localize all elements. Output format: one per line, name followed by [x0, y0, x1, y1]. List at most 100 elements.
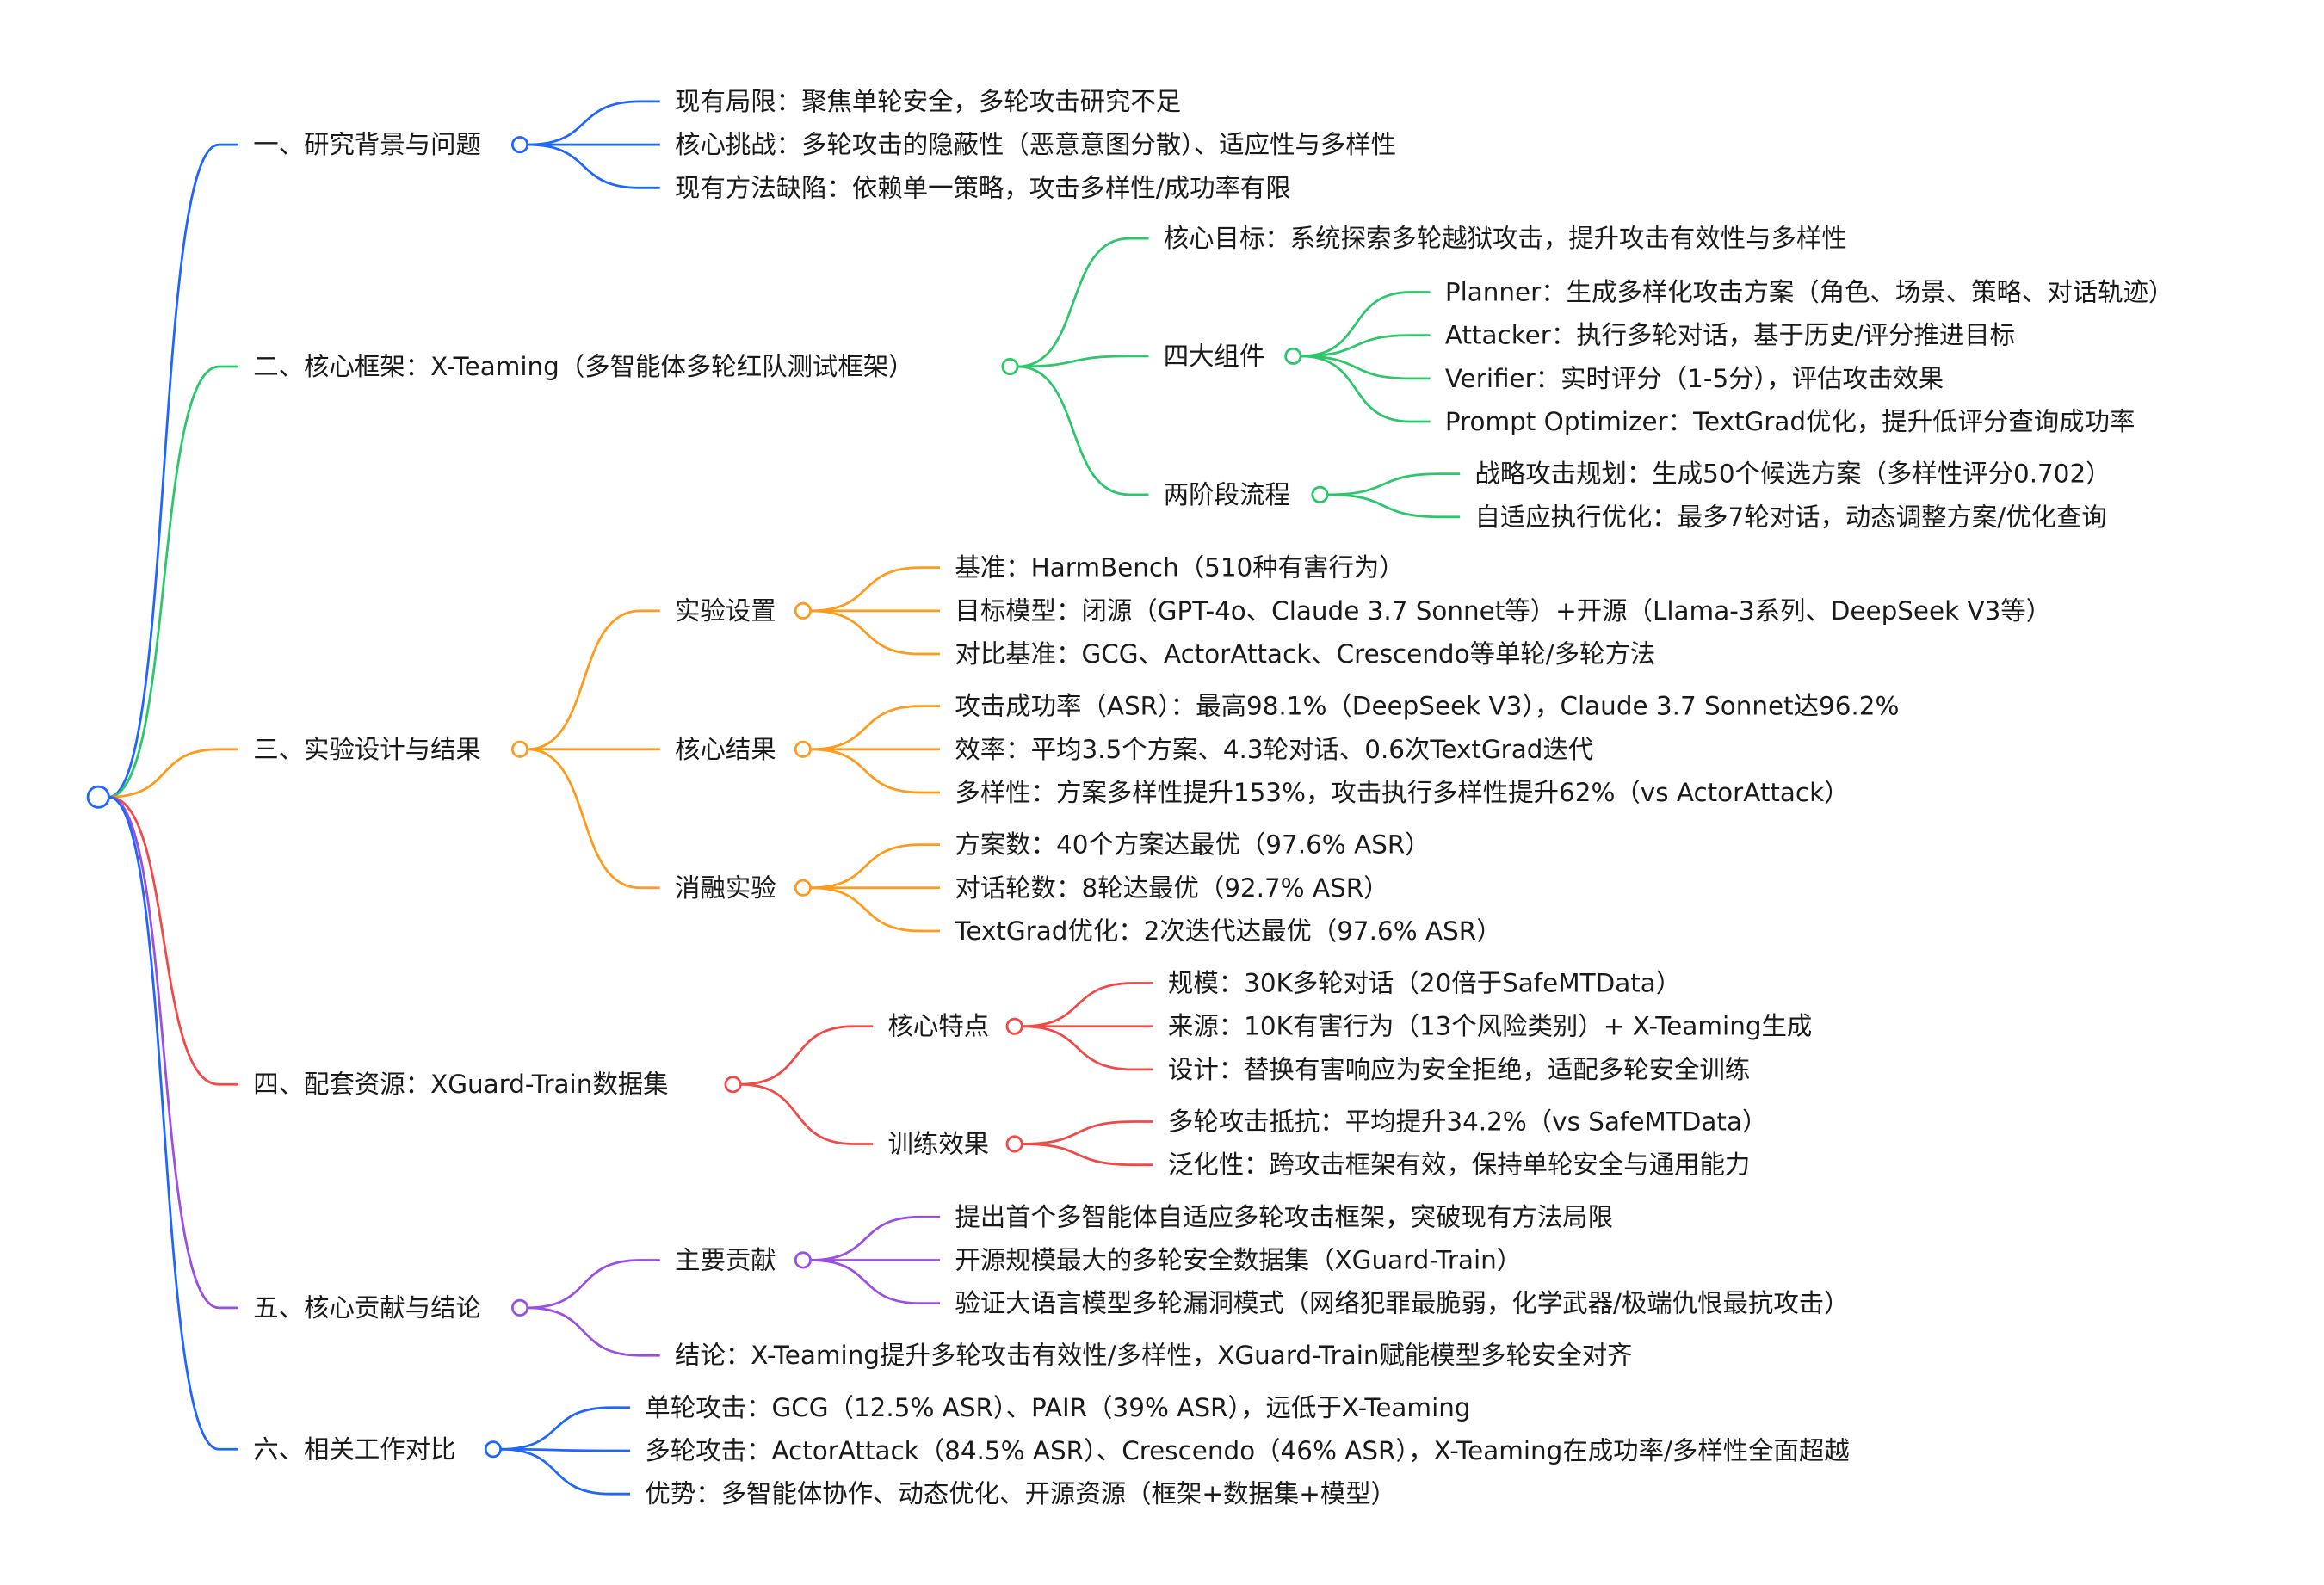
leaf-topic[interactable]: 泛化性：跨攻击框架有效，保持单轮安全与通用能力	[1168, 1150, 1750, 1180]
leaf-topic[interactable]: 优势：多智能体协作、动态优化、开源资源（框架+数据集+模型）	[645, 1479, 1396, 1508]
leaf-topic[interactable]: 战略攻击规划：生成50个候选方案（多样性评分0.702）	[1474, 459, 2111, 489]
connector-line	[527, 1306, 660, 1357]
connector-line	[1300, 334, 1431, 358]
connector-line	[108, 795, 238, 1086]
connector-line	[1300, 355, 1431, 423]
connector-line	[810, 566, 941, 613]
connector-line	[1300, 291, 1431, 358]
main-topic[interactable]: 五、核心贡献与结论	[253, 1293, 481, 1323]
connector-line	[527, 100, 660, 146]
connector-line	[527, 748, 660, 890]
leaf-topic[interactable]: 来源：10K有害行为（13个风险类别）+ X-Teaming生成	[1168, 1012, 1812, 1041]
collapse-toggle-icon[interactable]	[724, 1076, 742, 1094]
leaf-topic[interactable]: 单轮攻击：GCG（12.5% ASR）、PAIR（39% ASR），远低于X-T…	[645, 1393, 1470, 1422]
collapse-toggle-icon[interactable]	[511, 1298, 529, 1317]
leaf-topic[interactable]: 多轮攻击抵抗：平均提升34.2%（vs SafeMTData）	[1168, 1107, 1767, 1137]
leaf-topic[interactable]: 核心挑战：多轮攻击的隐蔽性（恶意意图分散）、适应性与多样性	[675, 130, 1396, 159]
connector-line	[500, 1406, 631, 1451]
leaf-topic[interactable]: 对比基准：GCG、ActorAttack、Crescendo等单轮/多轮方法	[955, 639, 1655, 669]
leaf-topic[interactable]: 设计：替换有害响应为安全拒绝，适配多轮安全训练	[1168, 1055, 1750, 1084]
connector-line	[1022, 1025, 1153, 1071]
collapse-toggle-icon[interactable]	[794, 1251, 812, 1269]
subtopic[interactable]: 训练效果	[888, 1129, 990, 1158]
leaf-topic[interactable]: Planner：生成多样化攻击方案（角色、场景、策略、对话轨迹）	[1445, 277, 2174, 306]
leaf-topic[interactable]: 规模：30K多轮对话（20倍于SafeMTData）	[1168, 969, 1681, 998]
connector-line	[527, 143, 660, 189]
connector-line	[1017, 355, 1149, 368]
nodes: 一、研究背景与问题 现有局限：聚焦单轮安全，多轮攻击研究不足核心挑战：多轮攻击的隐…	[86, 87, 2174, 1508]
connector-line	[1017, 237, 1149, 368]
subtopic[interactable]: 主要贡献	[675, 1245, 776, 1274]
main-topic[interactable]: 六、相关工作对比	[253, 1434, 455, 1464]
leaf-topic[interactable]: 多样性：方案多样性提升153%，攻击执行多样性提升62%（vs ActorAtt…	[955, 778, 1849, 807]
leaf-topic[interactable]: 自适应执行优化：最多7轮对话，动态调整方案/优化查询	[1474, 503, 2106, 532]
connector-line	[740, 1082, 874, 1145]
connector-line	[527, 609, 660, 751]
connector-line	[810, 1259, 941, 1305]
collapse-toggle-icon[interactable]	[1311, 485, 1329, 503]
connector-line	[527, 1259, 660, 1310]
subtopic[interactable]: 四大组件	[1164, 342, 1265, 371]
subtopic[interactable]: 核心结果	[675, 735, 776, 764]
subtopic[interactable]: 两阶段流程	[1164, 480, 1290, 509]
subtopic[interactable]: 核心特点	[888, 1012, 990, 1041]
leaf-topic[interactable]: 核心目标：系统探索多轮越狱攻击，提升攻击有效性与多样性	[1164, 224, 1847, 253]
connector-line	[108, 795, 238, 1451]
leaf-topic[interactable]: 基准：HarmBench（510种有害行为）	[955, 553, 1404, 583]
leaf-topic[interactable]: 方案数：40个方案达最优（97.6% ASR）	[955, 830, 1430, 860]
connector-line	[740, 1025, 874, 1086]
connector-line	[810, 705, 941, 751]
subtopic[interactable]: 实验设置	[675, 596, 776, 626]
subtopic[interactable]: 消融实验	[675, 873, 776, 903]
leaf-topic[interactable]: 现有方法缺陷：依赖单一策略，攻击多样性/成功率有限	[675, 173, 1291, 202]
edges	[108, 100, 1461, 1496]
collapse-toggle-icon[interactable]	[1005, 1017, 1023, 1035]
connector-line	[1022, 1143, 1153, 1167]
connector-line	[810, 843, 941, 890]
leaf-topic[interactable]: 对话轮数：8轮达最优（92.7% ASR）	[955, 873, 1388, 903]
collapse-toggle-icon[interactable]	[1005, 1135, 1023, 1153]
leaf-topic[interactable]: 结论：X-Teaming提升多轮攻击有效性/多样性，XGuard-Train赋能…	[675, 1341, 1633, 1370]
collapse-toggle-icon[interactable]	[484, 1440, 502, 1459]
connector-line	[1300, 355, 1431, 380]
leaf-topic[interactable]: Prompt Optimizer：TextGrad优化，提升低评分查询成功率	[1445, 407, 2135, 436]
connector-line	[500, 1447, 631, 1452]
connector-line	[810, 748, 941, 794]
leaf-topic[interactable]: 验证大语言模型多轮漏洞模式（网络犯罪最脆弱，化学武器/极端仇恨最抗攻击）	[955, 1289, 1849, 1318]
collapse-toggle-icon[interactable]	[511, 136, 529, 154]
connector-line	[1327, 472, 1461, 496]
connector-line	[810, 886, 941, 933]
leaf-topic[interactable]: 现有局限：聚焦单轮安全，多轮攻击研究不足	[675, 87, 1181, 116]
leaf-topic[interactable]: 开源规模最大的多轮安全数据集（XGuard-Train）	[955, 1245, 1522, 1274]
leaf-topic[interactable]: 多轮攻击：ActorAttack（84.5% ASR）、Crescendo（46…	[645, 1436, 1849, 1465]
collapse-toggle-icon[interactable]	[1001, 357, 1019, 376]
connector-line	[1022, 982, 1153, 1028]
leaf-topic[interactable]: TextGrad优化：2次迭代达最优（97.6% ASR）	[954, 916, 1501, 946]
connector-line	[810, 1215, 941, 1261]
main-topic[interactable]: 四、配套资源：XGuard-Train数据集	[253, 1070, 668, 1099]
leaf-topic[interactable]: 目标模型：闭源（GPT-4o、Claude 3.7 Sonnet等）+开源（Ll…	[955, 596, 2051, 626]
leaf-topic[interactable]: 攻击成功率（ASR）：最高98.1%（DeepSeek V3），Claude 3…	[955, 692, 1899, 721]
connector-line	[1327, 493, 1461, 519]
main-topic[interactable]: 一、研究背景与问题	[253, 130, 481, 159]
connector-line	[108, 795, 238, 1310]
collapse-toggle-icon[interactable]	[511, 740, 529, 758]
collapse-toggle-icon[interactable]	[794, 601, 812, 620]
collapse-toggle-icon[interactable]	[794, 740, 812, 758]
collapse-toggle-icon[interactable]	[794, 879, 812, 897]
collapse-toggle-icon[interactable]	[1284, 347, 1302, 365]
connector-line	[108, 748, 238, 799]
connector-line	[108, 143, 238, 799]
connector-line	[810, 609, 941, 656]
main-topic[interactable]: 二、核心框架：X-Teaming（多智能体多轮红队测试框架）	[253, 352, 913, 381]
leaf-topic[interactable]: Attacker：执行多轮对话，基于历史/评分推进目标	[1445, 321, 2015, 350]
leaf-topic[interactable]: Verifier：实时评分（1-5分），评估攻击效果	[1445, 364, 1944, 393]
root-node-icon[interactable]	[86, 785, 110, 809]
main-topic[interactable]: 三、实验设计与结果	[253, 735, 481, 764]
leaf-topic[interactable]: 效率：平均3.5个方案、4.3轮对话、0.6次TextGrad迭代	[955, 735, 1593, 764]
leaf-topic[interactable]: 提出首个多智能体自适应多轮攻击框架，突破现有方法局限	[955, 1202, 1613, 1231]
connector-line	[500, 1447, 631, 1496]
connector-line	[108, 365, 238, 799]
connector-line	[1022, 1120, 1153, 1145]
